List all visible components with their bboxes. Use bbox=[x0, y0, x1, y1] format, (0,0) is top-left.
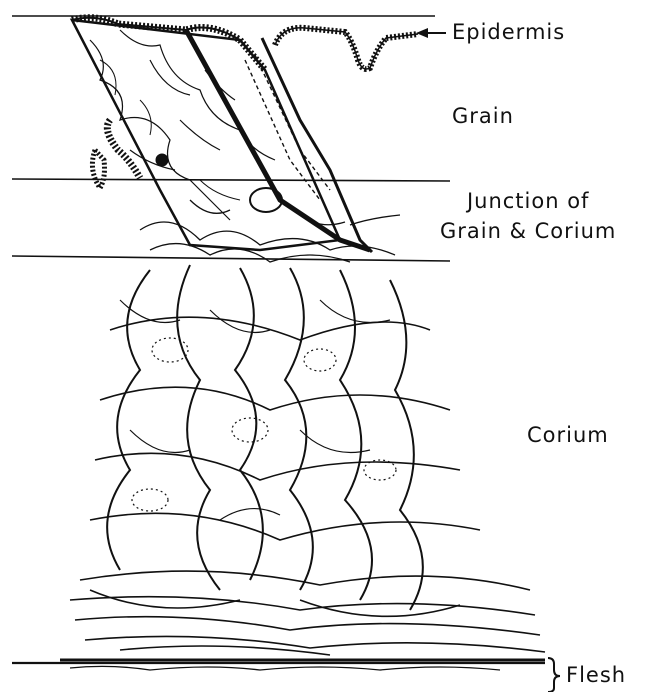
corium-label: Corium bbox=[527, 423, 609, 447]
flesh-layer bbox=[60, 660, 545, 670]
flesh-label: Flesh bbox=[566, 663, 626, 687]
junction-layer bbox=[140, 200, 400, 262]
junction-label-line1: Junction of bbox=[440, 186, 616, 216]
epidermis-pointer-arrow bbox=[416, 28, 446, 38]
grain-layer bbox=[72, 20, 372, 252]
epidermis-label: Epidermis bbox=[452, 20, 565, 44]
junction-corium-boundary-line bbox=[12, 256, 450, 261]
epidermis-layer bbox=[72, 18, 418, 188]
grain-label: Grain bbox=[452, 104, 514, 128]
junction-label-line2: Grain & Corium bbox=[440, 216, 616, 246]
lower-corium-fibers bbox=[70, 571, 545, 655]
grain-junction-boundary-line bbox=[12, 179, 450, 181]
junction-label: Junction of Grain & Corium bbox=[440, 186, 616, 246]
corium-layer bbox=[90, 265, 480, 610]
flesh-bracket bbox=[548, 658, 560, 692]
